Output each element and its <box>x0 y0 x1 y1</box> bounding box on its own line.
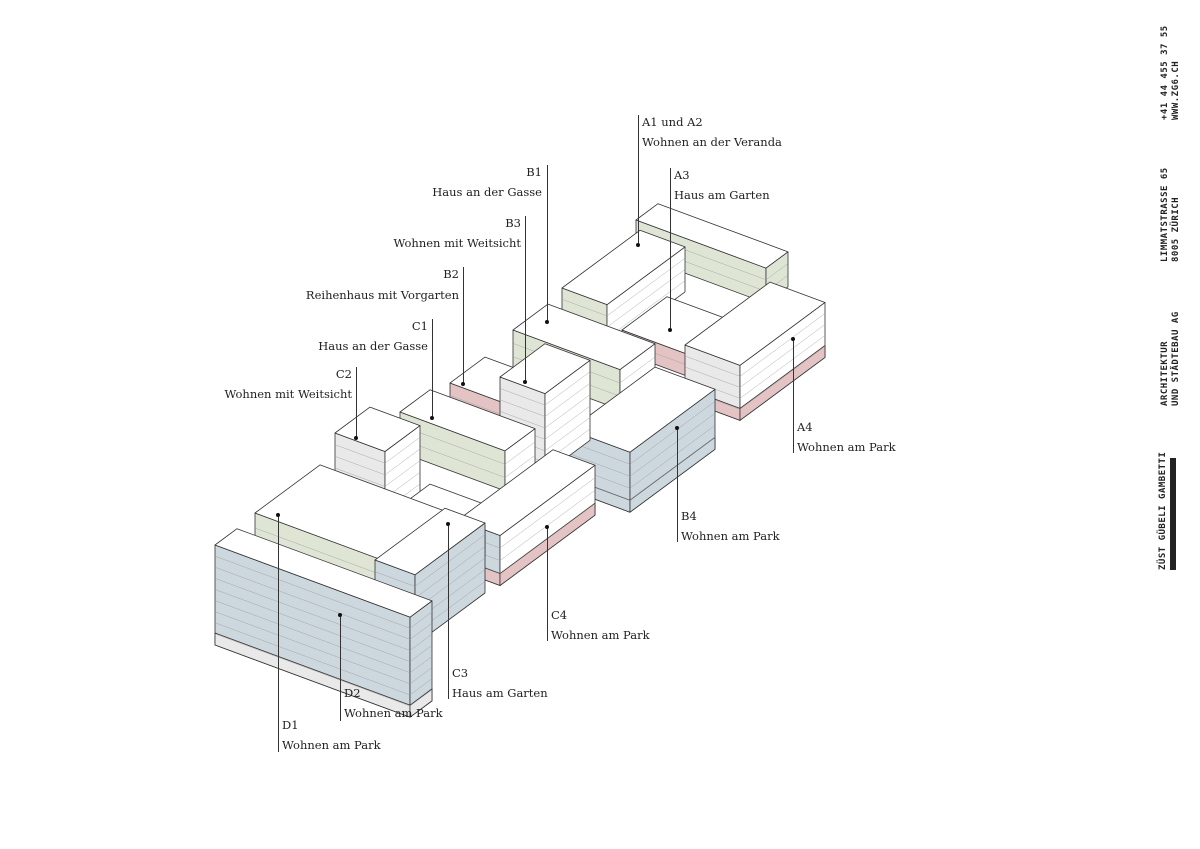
leader-a4 <box>793 339 794 453</box>
marker-b4 <box>675 426 679 430</box>
building-d2-base-band <box>409 688 433 718</box>
building-b4-roof <box>569 366 716 453</box>
leader-b3 <box>525 216 526 382</box>
label-a3-code: A3 <box>674 168 690 182</box>
leader-b1 <box>547 165 548 322</box>
label-b1-name: Haus an der Gasse <box>432 185 542 199</box>
sidebar-web: WWW.ZG6.CH <box>1171 60 1181 120</box>
leader-a3 <box>670 168 671 330</box>
leader-b2 <box>463 267 464 384</box>
label-c2-code: C2 <box>335 367 352 381</box>
building-a2-roof <box>635 203 789 269</box>
building-c1-floor-lines <box>399 425 536 478</box>
building-b3-roof <box>499 343 591 395</box>
label-a1a2-code: A1 und A2 <box>642 115 703 129</box>
building-d2-floor-lines <box>214 555 433 707</box>
label-b2-name: Reihenhaus mit Vorgarten <box>305 288 459 302</box>
marker-d2 <box>338 613 342 617</box>
building-c4-roof <box>457 449 596 536</box>
leader-d2 <box>340 615 341 721</box>
sidebar-bar <box>1170 458 1176 570</box>
marker-b2 <box>461 382 465 386</box>
label-c1-name: Haus an der Gasse <box>318 339 428 353</box>
label-a4-name: Wohnen am Park <box>797 440 896 454</box>
label-b4-code: B4 <box>681 509 697 523</box>
leader-a1a2 <box>638 115 639 245</box>
label-c1-code: C1 <box>411 319 428 333</box>
marker-b3 <box>523 380 527 384</box>
leader-c3 <box>448 524 449 699</box>
building-a4-roof <box>684 281 826 366</box>
marker-d1 <box>276 513 280 517</box>
marker-c4 <box>545 525 549 529</box>
label-d1-code: D1 <box>282 718 299 732</box>
marker-a4 <box>791 337 795 341</box>
leader-d1 <box>278 515 279 752</box>
label-b3-name: Wohnen mit Weitsicht <box>393 236 521 250</box>
leader-c1 <box>432 319 433 418</box>
label-d2-code: D2 <box>344 686 361 700</box>
label-b1-code: B1 <box>526 165 542 179</box>
label-c4-name: Wohnen am Park <box>551 628 650 642</box>
leader-b4 <box>677 428 678 542</box>
label-a4-code: A4 <box>797 420 813 434</box>
building-c1-roof <box>399 389 536 452</box>
marker-c1 <box>430 416 434 420</box>
sidebar-city: 8005 ZÜRICH <box>1171 196 1181 262</box>
sidebar-type2: UND STÄDTEBAU AG <box>1171 311 1181 406</box>
label-a1a2-name: Wohnen an der Veranda <box>642 135 782 149</box>
label-b2-code: B2 <box>443 267 459 281</box>
sidebar-phone: +41 44 455 37 55 <box>1160 25 1170 120</box>
label-b4-name: Wohnen am Park <box>681 529 780 543</box>
marker-c3 <box>446 522 450 526</box>
sidebar-street: LIMMATSTRASSE 65 <box>1160 167 1170 262</box>
marker-b1 <box>545 320 549 324</box>
sidebar-type1: ARCHITEKTUR <box>1160 340 1170 406</box>
building-d2-roof <box>214 528 433 618</box>
leader-c4 <box>547 527 548 641</box>
label-c3-code: C3 <box>452 666 469 680</box>
label-d1-name: Wohnen am Park <box>282 738 381 752</box>
label-c3-name: Haus am Garten <box>452 686 548 700</box>
label-c4-code: C4 <box>551 608 568 622</box>
sidebar-firm: ZÜST GÜBELI GAMBETTI <box>1158 451 1168 570</box>
label-b3-code: B3 <box>505 216 521 230</box>
label-c2-name: Wohnen mit Weitsicht <box>224 387 352 401</box>
building-a4-base-band <box>739 345 826 421</box>
building-d2-wing-roof <box>374 507 486 576</box>
marker-c2 <box>354 436 358 440</box>
marker-a1a2 <box>636 243 640 247</box>
label-a3-name: Haus am Garten <box>674 188 770 202</box>
building-a1-roof <box>561 229 686 306</box>
leader-c2 <box>356 367 357 438</box>
marker-a3 <box>668 328 672 332</box>
label-d2-name: Wohnen am Park <box>344 706 443 720</box>
